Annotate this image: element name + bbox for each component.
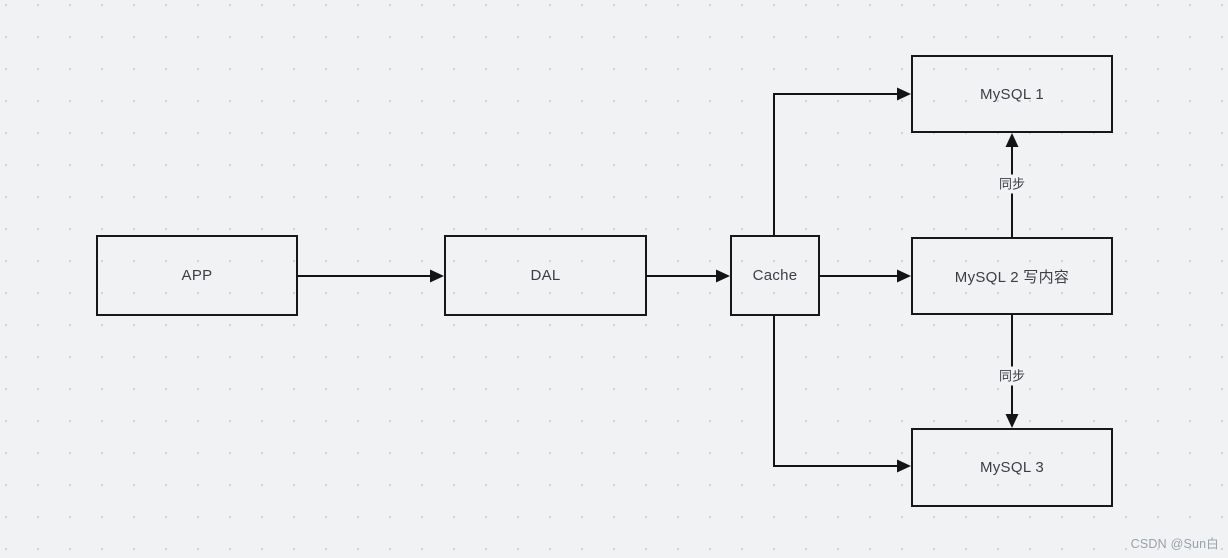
node-cache: Cache [730, 235, 820, 316]
arrowhead-right-icon [897, 87, 911, 101]
arrowhead-right-icon [897, 459, 911, 473]
watermark: CSDN @Sun白 [1130, 537, 1219, 551]
arrowhead-right-icon [716, 269, 730, 283]
node-cache-label: Cache [752, 267, 798, 284]
sync-label-bottom: 同步 [995, 366, 1029, 386]
edge-dal-cache [647, 269, 730, 283]
node-mysql1: MySQL 1 [911, 55, 1113, 133]
edge-app-dal [298, 269, 444, 283]
node-mysql2: MySQL 2 写内容 [911, 237, 1113, 315]
edge-mysql2-mysql3-sync [1005, 315, 1019, 428]
node-app-label: APP [181, 267, 213, 284]
node-mysql3-label: MySQL 3 [979, 459, 1045, 476]
edge-cache-mysql3 [773, 316, 911, 473]
node-mysql2-label: MySQL 2 写内容 [954, 268, 1070, 286]
arrowhead-right-icon [430, 269, 444, 283]
node-mysql3: MySQL 3 [911, 428, 1113, 507]
edge-cache-mysql2 [820, 269, 911, 283]
node-mysql1-label: MySQL 1 [979, 85, 1045, 103]
arrowhead-down-icon [1005, 414, 1019, 428]
sync-label-top: 同步 [995, 174, 1029, 194]
node-dal: DAL [444, 235, 647, 316]
edge-cache-mysql1 [773, 87, 911, 235]
arrowhead-right-icon [897, 269, 911, 283]
node-app: APP [96, 235, 298, 316]
node-dal-label: DAL [530, 267, 561, 284]
arrowhead-up-icon [1005, 133, 1019, 147]
